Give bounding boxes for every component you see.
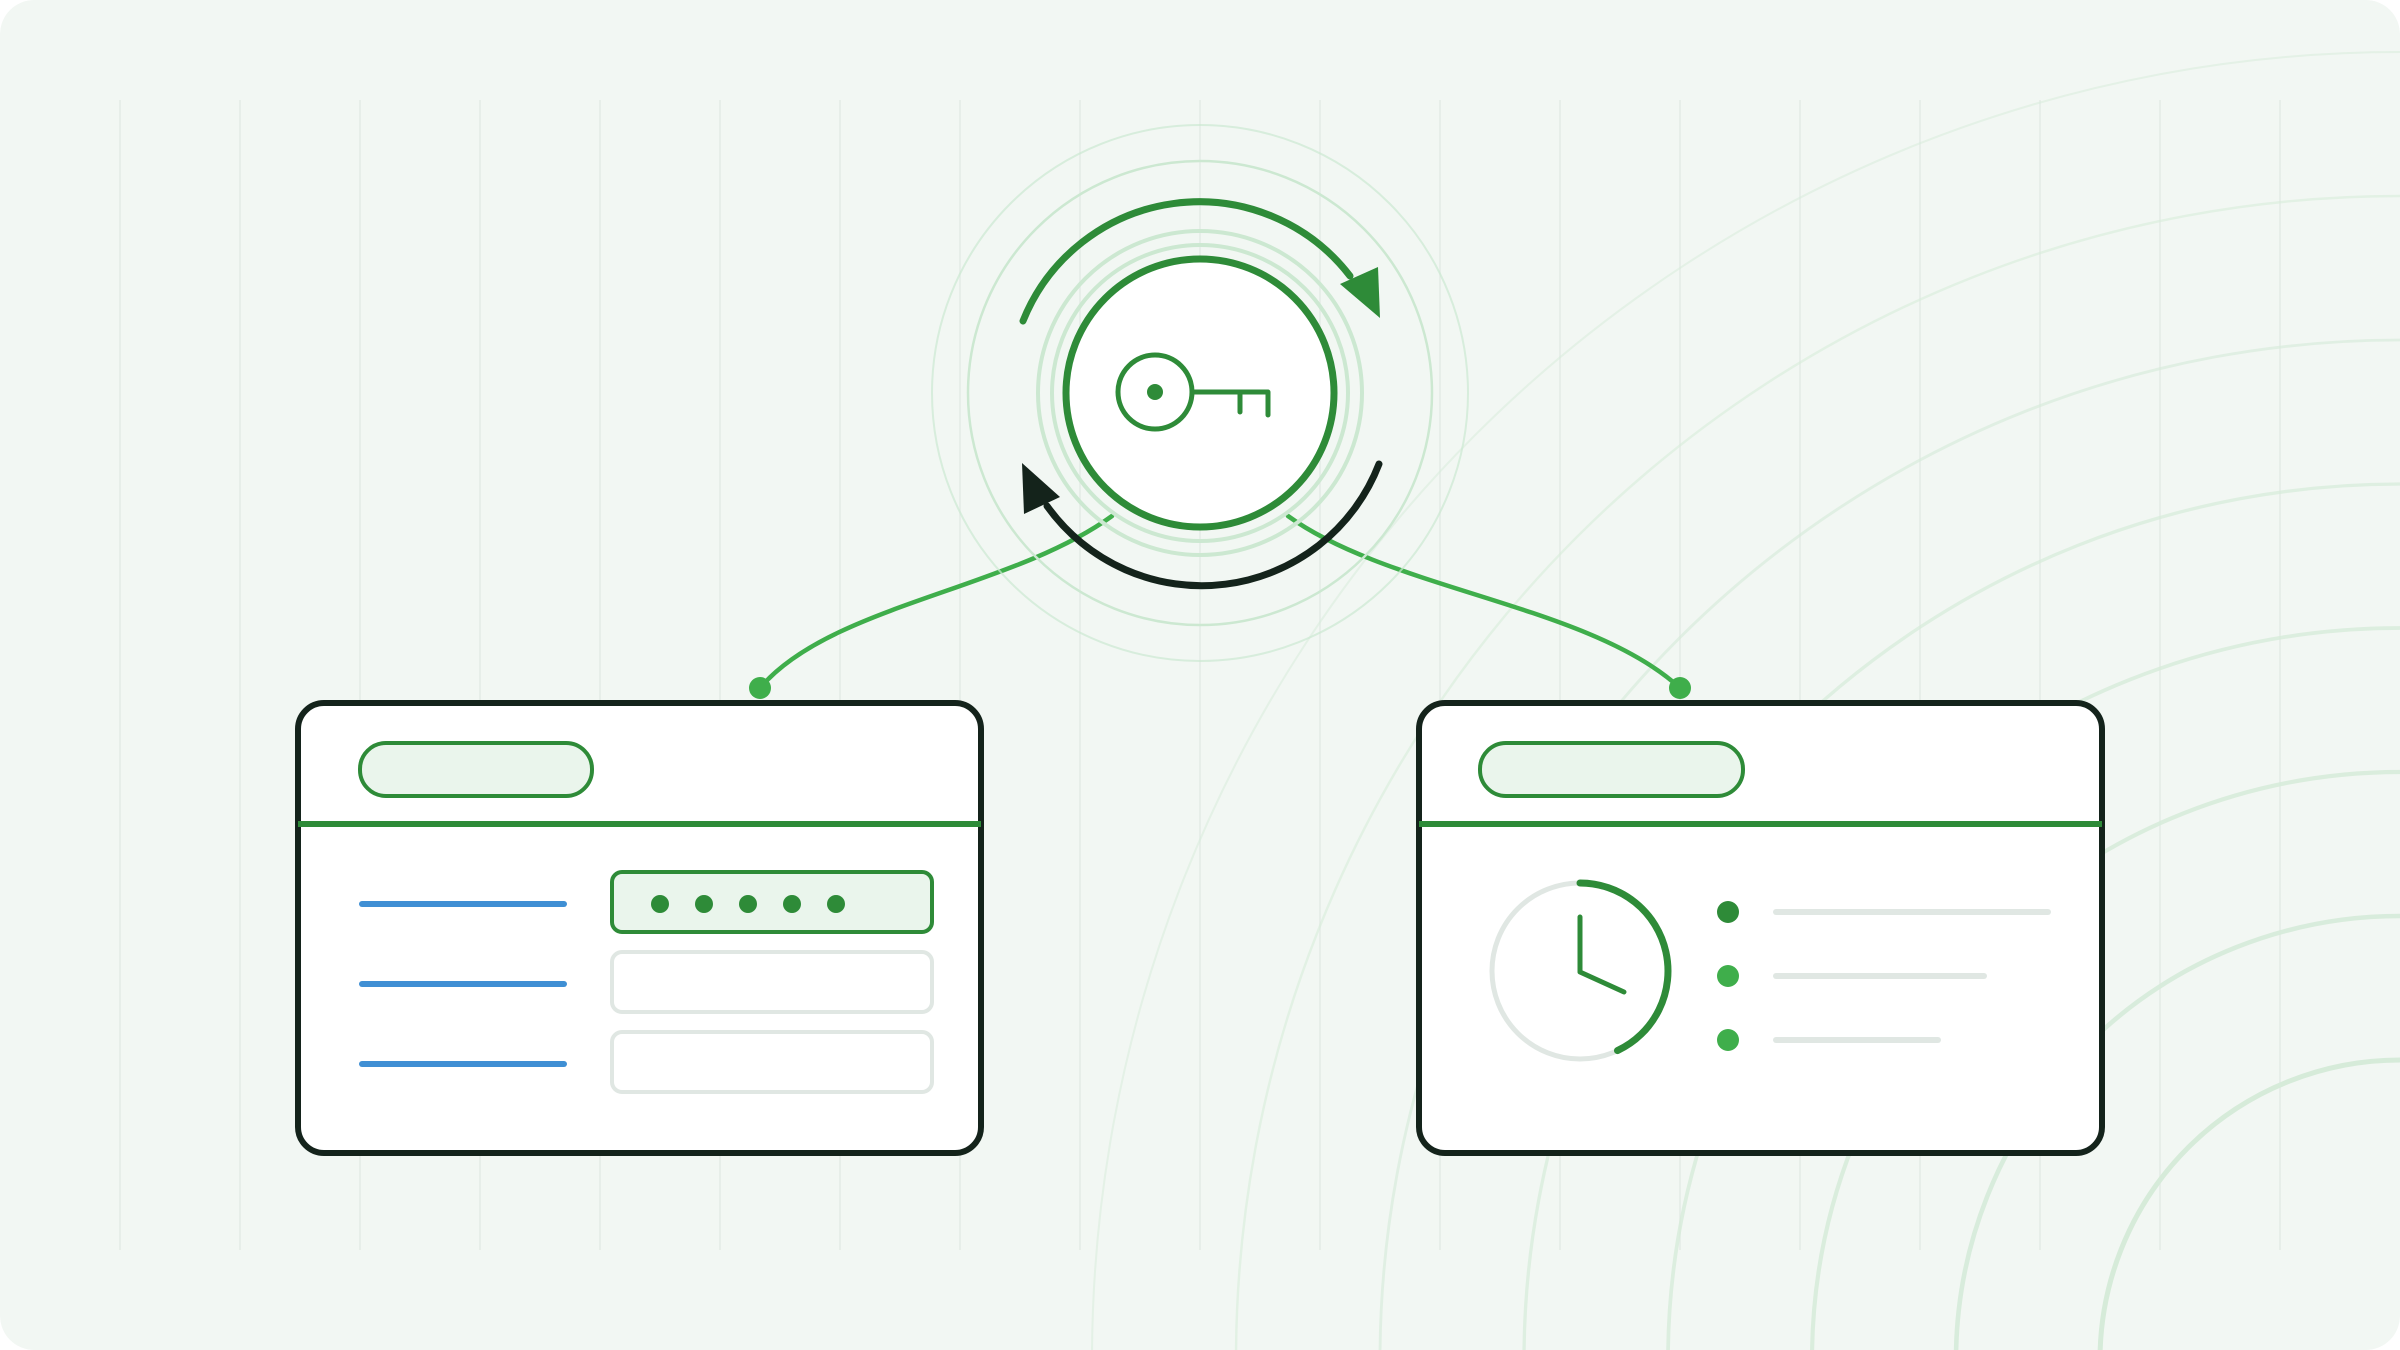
- history-window-title-pill: [1478, 741, 1745, 798]
- clock-hands: [1577, 914, 1627, 995]
- credential-fields: [610, 870, 934, 1094]
- masked-password: [651, 895, 845, 913]
- connector-dot-left: [749, 677, 771, 699]
- field-labels: [359, 901, 567, 1067]
- decorative-arc: [1378, 338, 2400, 1350]
- password-mask-dot: [695, 895, 713, 913]
- credential-window-title-pill: [358, 741, 594, 798]
- password-field: [610, 870, 934, 934]
- rotation-log-list: [1717, 901, 2051, 1051]
- key-icon: [1115, 352, 1271, 432]
- arrowhead-counterclockwise: [1022, 463, 1060, 514]
- decorative-arc: [1091, 51, 2400, 1350]
- connectors: [749, 513, 1691, 699]
- key-hole: [1147, 384, 1163, 400]
- decorative-arc: [1234, 194, 2400, 1350]
- password-mask-dot: [783, 895, 801, 913]
- log-item-bullet: [1717, 1029, 1739, 1051]
- connector-line-left: [757, 513, 1115, 691]
- decorative-arc: [2097, 1057, 2400, 1350]
- input-field-empty: [610, 950, 934, 1014]
- connector-line-right: [1285, 513, 1683, 691]
- log-item-bullet: [1717, 965, 1739, 987]
- halo-ring-inner: [1036, 229, 1364, 557]
- connector-dot-right: [1669, 677, 1691, 699]
- password-mask-dot: [827, 895, 845, 913]
- password-mask-dot: [739, 895, 757, 913]
- log-item-bullet: [1717, 901, 1739, 923]
- credential-window: [295, 700, 984, 1156]
- key-rotation-hub: [931, 124, 1469, 662]
- halo-ring-middle: [966, 159, 1434, 627]
- clock-progress-arc: [1576, 879, 1672, 1055]
- input-field-empty: [610, 1030, 934, 1094]
- password-mask-dot: [651, 895, 669, 913]
- arrow-counterclockwise-icon: [1043, 460, 1383, 590]
- clock-icon: [1489, 879, 1672, 1062]
- arrow-clockwise-icon: [1019, 198, 1354, 325]
- halo-ring-outer: [931, 124, 1469, 662]
- arrowhead-clockwise: [1340, 267, 1380, 318]
- history-window: [1416, 700, 2105, 1156]
- halo-ring-innermost: [1050, 243, 1350, 543]
